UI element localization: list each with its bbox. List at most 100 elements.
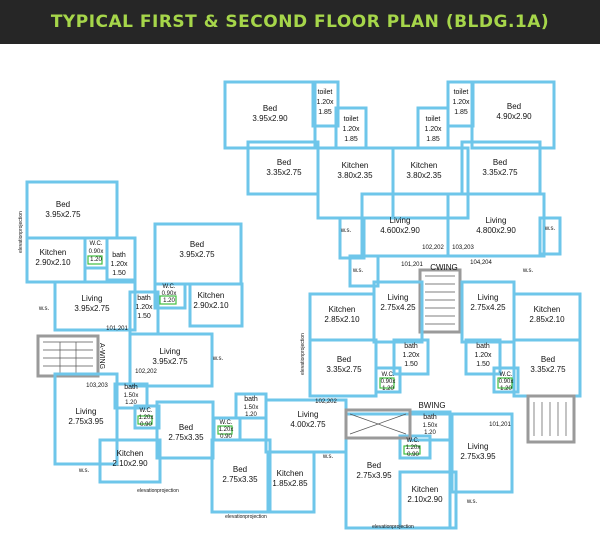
m-bed-r-dim: 3.35x2.75 xyxy=(530,365,566,374)
c-toilet-r-d1: 1.20x xyxy=(424,126,442,133)
ws-b-2: w.s. xyxy=(322,454,334,460)
c-bed2-r-dim: 3.35x2.75 xyxy=(482,168,518,177)
a-bath2-name: bath xyxy=(137,295,151,302)
a-bath2-d1: 1.20x xyxy=(135,304,153,311)
c-bed-l-name: Bed xyxy=(263,104,277,113)
c-liv-l-dim: 4.600x2.90 xyxy=(380,226,420,235)
b-bath3-name: bath xyxy=(423,414,437,421)
page-title: TYPICAL FIRST & SECOND FLOOR PLAN (BLDG.… xyxy=(50,12,550,32)
b-wc3-name: W.C. xyxy=(407,438,420,444)
b-liv1-name: Living xyxy=(76,407,97,416)
b-liv3-dim: 2.75x3.95 xyxy=(460,452,496,461)
b-bath1-d1: 1.50x xyxy=(124,393,139,399)
a-wing-walls xyxy=(25,180,244,388)
m-wc-r-d1: 0.90x xyxy=(499,379,514,385)
m-wc-r-name: W.C. xyxy=(500,372,513,378)
a-wc2-name: W.C. xyxy=(163,284,176,290)
unit-103-203-c: 103,203 xyxy=(452,245,474,251)
m-kit-l-dim: 2.85x2.10 xyxy=(324,315,360,324)
floor-plan-drawing: Bed 3.95x2.90 toilet 1.20x 1.85 toilet 1… xyxy=(18,80,582,530)
m-wc-l-d1: 0.90x xyxy=(381,379,396,385)
c-toilet-l-d1: 1.20x xyxy=(316,99,334,106)
a-wing-stair xyxy=(43,341,93,374)
unit-102-202-a: 102,202 xyxy=(135,369,157,375)
a-kit2-dim: 2.90x2.10 xyxy=(193,301,229,310)
a-liv2-name: Living xyxy=(160,347,181,356)
a-kit1-name: Kitchen xyxy=(40,248,67,257)
m-bath-l-d2: 1.50 xyxy=(404,361,418,368)
wc-fixtures xyxy=(87,255,513,455)
b-liv2-dim: 4.00x2.75 xyxy=(290,420,326,429)
a-wc1-d1: 0.90x xyxy=(89,249,104,255)
b-wing-label: BWING xyxy=(418,401,445,410)
c-bed2-l-dim: 3.35x2.75 xyxy=(266,168,302,177)
b-bed2-dim: 2.75x3.35 xyxy=(222,475,258,484)
a-bed1-name: Bed xyxy=(56,200,70,209)
c-toilet-l-d2: 1.85 xyxy=(318,109,332,116)
a-bed2-dim: 3.95x2.75 xyxy=(179,250,215,259)
c-toilet-ll-d2: 1.85 xyxy=(344,136,358,143)
b-kit3-dim: 2.10x2.90 xyxy=(407,495,443,504)
b-wc2-name: W.C. xyxy=(220,420,233,426)
b-bed3-name: Bed xyxy=(367,461,381,470)
elev-b-1: elevationprojection xyxy=(137,488,179,494)
a-liv1-name: Living xyxy=(82,294,103,303)
b-bath1-d2: 1.20 xyxy=(125,400,137,406)
m-wc-l-name: W.C. xyxy=(382,372,395,378)
m-liv-l-dim: 2.75x4.25 xyxy=(380,303,416,312)
a-wc2-d2: 1.20 xyxy=(163,298,175,304)
m-bed-l-dim: 3.35x2.75 xyxy=(326,365,362,374)
a-wc2-d1: 0.90x xyxy=(162,291,177,297)
c-toilet-l-name: toilet xyxy=(318,89,333,96)
title-bar: TYPICAL FIRST & SECOND FLOOR PLAN (BLDG.… xyxy=(0,0,600,44)
a-bath1-d2: 1.50 xyxy=(112,270,126,277)
c-toilet-rr-d1: 1.20x xyxy=(452,99,470,106)
b-bath3-d1: 1.50x xyxy=(423,423,438,429)
a-liv2-dim: 3.95x2.75 xyxy=(152,357,188,366)
elev-m: elevationprojection xyxy=(300,333,306,375)
c-kit-r-name: Kitchen xyxy=(411,161,438,170)
unit-101-201-c: 101,201 xyxy=(401,262,423,268)
b-kit1-name: Kitchen xyxy=(117,449,144,458)
ws-c-right: w.s. xyxy=(544,226,556,232)
b-bath2-name: bath xyxy=(244,396,258,403)
m-liv-r-dim: 2.75x4.25 xyxy=(470,303,506,312)
c-wing-stair xyxy=(425,275,455,325)
m-liv-l-name: Living xyxy=(388,293,409,302)
c-liv-r-name: Living xyxy=(486,216,507,225)
a-kit1-dim: 2.90x2.10 xyxy=(35,258,71,267)
b-wc1-name: W.C. xyxy=(140,408,153,414)
c-bed2-r-name: Bed xyxy=(493,158,507,167)
m-kit-r-dim: 2.85x2.10 xyxy=(529,315,565,324)
b-bed3-dim: 2.75x3.95 xyxy=(356,471,392,480)
floor-plan: Bed 3.95x2.90 toilet 1.20x 1.85 toilet 1… xyxy=(0,44,600,544)
m-bath-l-name: bath xyxy=(404,343,418,350)
m-bath-r-d1: 1.20x xyxy=(474,352,492,359)
b-bed1-dim: 2.75x3.35 xyxy=(168,433,204,442)
unit-102-202-b: 102,202 xyxy=(315,399,337,405)
b-wc3-d2: 0.90 xyxy=(407,452,419,458)
b-liv1-dim: 2.75x3.95 xyxy=(68,417,104,426)
a-wc1-name: W.C. xyxy=(90,241,103,247)
c-bed-r-dim: 4.90x2.90 xyxy=(496,112,532,121)
b-wc3-d1: 1.20x xyxy=(406,445,421,451)
a-bath2-d2: 1.50 xyxy=(137,313,151,320)
ws-m-left: w.s. xyxy=(352,268,364,274)
c-kit-l-dim: 3.80x2.35 xyxy=(337,171,373,180)
c-kit-l-name: Kitchen xyxy=(342,161,369,170)
m-bath-r-name: bath xyxy=(476,343,490,350)
c-liv-r-dim: 4.800x2.90 xyxy=(476,226,516,235)
ws-a-right: w.s. xyxy=(212,356,224,362)
b-liv3-name: Living xyxy=(468,442,489,451)
a-bath1-d1: 1.20x xyxy=(110,261,128,268)
c-liv-l-name: Living xyxy=(390,216,411,225)
b-wing-stair xyxy=(349,402,567,436)
c-toilet-r-name: toilet xyxy=(426,116,441,123)
b-bed1-name: Bed xyxy=(179,423,193,432)
b-kit2-dim: 1.85x2.85 xyxy=(272,479,308,488)
elev-a: elevationprojection xyxy=(18,211,24,253)
m-liv-r-name: Living xyxy=(478,293,499,302)
a-bath1-name: bath xyxy=(112,252,126,259)
ws-c-left: w.s. xyxy=(340,228,352,234)
a-bed2-name: Bed xyxy=(190,240,204,249)
